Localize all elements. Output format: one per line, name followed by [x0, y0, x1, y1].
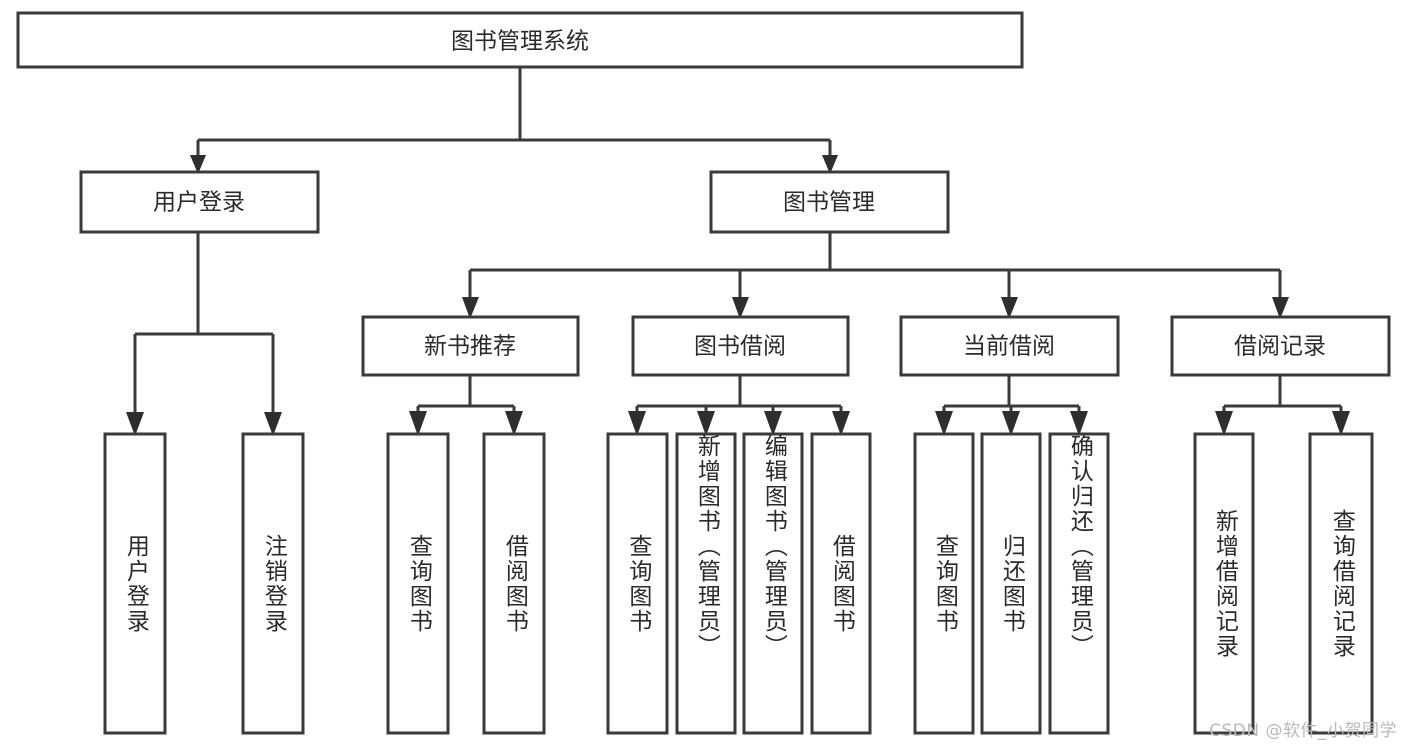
- node-user-login[interactable]: 用户登录: [79, 170, 320, 234]
- leaf-borrow-book-1-box[interactable]: [482, 432, 546, 735]
- arrow-head-leaf-query-borrow-record: [1332, 411, 1350, 436]
- arrow-head-borrow-record: [1272, 297, 1289, 319]
- node-user-login-label: 用户登录: [153, 190, 245, 216]
- node-borrow-record-box[interactable]: [1170, 315, 1391, 377]
- node-new-book-recommend[interactable]: 新书推荐: [361, 315, 580, 377]
- leaf-confirm-return-admin-box[interactable]: [1048, 432, 1110, 735]
- node-book-borrow-label: 图书借阅: [694, 334, 786, 360]
- leaf-query-borrow-record-box[interactable]: [1308, 432, 1374, 735]
- connector-group-user-login: [126, 232, 282, 436]
- node-book-manage[interactable]: 图书管理: [709, 170, 950, 234]
- node-borrow-record-label: 借阅记录: [1234, 334, 1326, 360]
- connector-group-borrow-record: [1215, 375, 1350, 436]
- node-current-borrow-label: 当前借阅: [963, 334, 1055, 360]
- leaf-query-book-3-box[interactable]: [913, 432, 975, 735]
- leaf-query-book-2-box[interactable]: [606, 432, 669, 735]
- arrow-head-leaf-borrow-book-2: [832, 411, 850, 436]
- leaf-return-book-box[interactable]: [980, 432, 1042, 735]
- arrow-head-leaf-borrow-book-1: [505, 411, 523, 436]
- node-current-borrow[interactable]: 当前借阅: [899, 315, 1120, 377]
- arrow-head-user-login: [190, 155, 206, 174]
- connector-group-root: [190, 67, 838, 174]
- arrow-head-leaf-edit-book-admin: [764, 411, 782, 436]
- arrow-head-leaf-query-book-1: [409, 411, 427, 436]
- leaf-query-book-1-box[interactable]: [386, 432, 450, 735]
- arrow-head-current-borrow: [1001, 297, 1018, 319]
- node-book-borrow[interactable]: 图书借阅: [631, 315, 850, 377]
- arrow-head-book-manage: [822, 155, 838, 174]
- arrow-head-book-borrow: [732, 297, 749, 319]
- node-current-borrow-box[interactable]: [899, 315, 1120, 377]
- leaf-edit-book-admin-box[interactable]: [742, 432, 804, 735]
- connector-group-book-borrow: [628, 375, 850, 436]
- arrow-head-leaf-user-logout: [264, 412, 282, 436]
- node-root[interactable]: 图书管理系统: [16, 11, 1024, 69]
- node-book-borrow-box[interactable]: [631, 315, 850, 377]
- node-root-label: 图书管理系统: [451, 29, 589, 55]
- leaf-add-book-admin-box[interactable]: [675, 432, 737, 735]
- node-borrow-record[interactable]: 借阅记录: [1170, 315, 1391, 377]
- leaf-add-borrow-record-box[interactable]: [1193, 432, 1255, 735]
- node-user-login-box[interactable]: [79, 170, 320, 234]
- node-book-manage-box[interactable]: [709, 170, 950, 234]
- node-new-book-recommend-box[interactable]: [361, 315, 580, 377]
- node-root-box[interactable]: [16, 11, 1024, 69]
- arrow-head-leaf-query-book-2: [628, 411, 646, 436]
- connector-group-current-borrow: [935, 375, 1088, 436]
- arrow-head-leaf-query-book-3: [935, 411, 953, 436]
- leaf-user-logout-box[interactable]: [241, 432, 305, 735]
- arrow-head-leaf-add-book-admin: [697, 411, 715, 436]
- node-book-manage-label: 图书管理: [783, 190, 875, 216]
- arrow-head-leaf-add-borrow-record: [1215, 411, 1233, 436]
- watermark-text: CSDN @软件_小贺同学: [1209, 721, 1397, 741]
- leaf-borrow-book-2-box[interactable]: [810, 432, 872, 735]
- arrow-head-new-book-recommend: [462, 297, 479, 319]
- connector-group-book-manage: [462, 232, 1289, 319]
- node-new-book-recommend-label: 新书推荐: [424, 334, 516, 360]
- leaf-user-login-box[interactable]: [103, 432, 167, 735]
- arrow-head-leaf-user-login: [126, 412, 144, 436]
- arrow-head-leaf-confirm-return-admin: [1070, 411, 1088, 436]
- leaf-boxes: [103, 432, 1374, 735]
- connector-group-new-book-recommend: [409, 375, 523, 436]
- arrow-head-leaf-return-book: [1002, 411, 1020, 436]
